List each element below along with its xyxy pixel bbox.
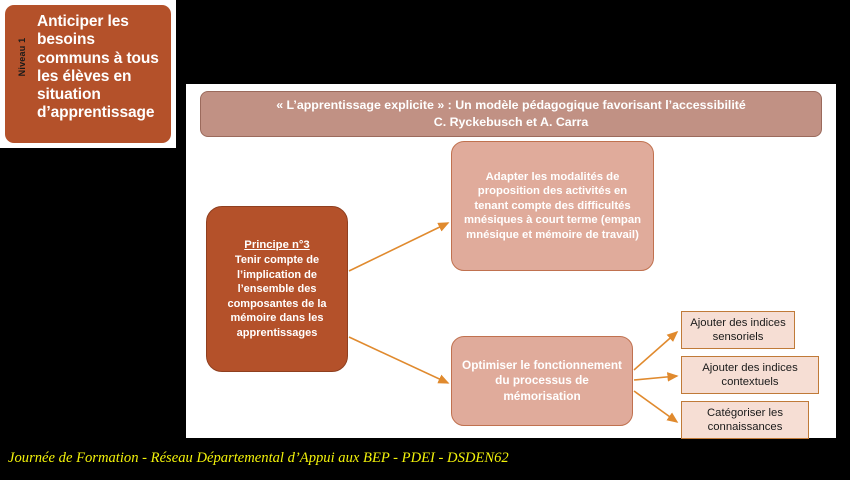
sub-action-contextual-cues-text: Ajouter des indices contextuels: [702, 361, 798, 388]
slide-title-line2: C. Ryckebusch et A. Carra: [433, 115, 589, 129]
arrow-principle-to-adapt: [348, 222, 450, 272]
slide-footer: Journée de Formation - Réseau Départemen…: [8, 450, 509, 466]
level-badge: Niveau 1 Anticiper les besoins communs à…: [0, 0, 176, 148]
sub-action-sensory-cues-text: Ajouter des indices sensoriels: [690, 316, 786, 343]
principle-body: Tenir compte de l’implication de l’ensem…: [227, 254, 327, 339]
sub-action-contextual-cues: Ajouter des indices contextuels: [681, 356, 819, 394]
sub-action-categorise-knowledge-text: Catégoriser les connaissances: [707, 406, 783, 433]
level-badge-inner: Niveau 1 Anticiper les besoins communs à…: [5, 5, 171, 143]
arrow-optimise-to-sensory: [633, 330, 679, 371]
action-box-optimise-text: Optimiser le fonctionnement du processus…: [462, 358, 622, 403]
arrow-principle-to-optimise: [348, 336, 450, 384]
sub-action-categorise-knowledge: Catégoriser les connaissances: [681, 401, 809, 439]
level-badge-vertical-label: Niveau 1: [17, 37, 27, 77]
principle-heading: Principe n°3: [244, 238, 310, 251]
slide-content-panel: « L’apprentissage explicite » : Un modèl…: [186, 84, 836, 439]
action-box-adapt: Adapter les modalités de proposition des…: [451, 141, 654, 271]
level-badge-text: Anticiper les besoins communs à tous les…: [37, 13, 159, 122]
action-box-adapt-text: Adapter les modalités de proposition des…: [463, 170, 642, 241]
arrow-optimise-to-categorise: [633, 390, 679, 423]
action-box-optimise: Optimiser le fonctionnement du processus…: [451, 336, 633, 426]
arrow-optimise-to-context: [633, 372, 679, 382]
slide-title-line1: « L’apprentissage explicite » : Un modèl…: [276, 98, 746, 113]
slide-title-banner: « L’apprentissage explicite » : Un modèl…: [200, 91, 822, 137]
principle-box: Principe n°3 Tenir compte de l’implicati…: [206, 206, 348, 372]
sub-action-sensory-cues: Ajouter des indices sensoriels: [681, 311, 795, 349]
